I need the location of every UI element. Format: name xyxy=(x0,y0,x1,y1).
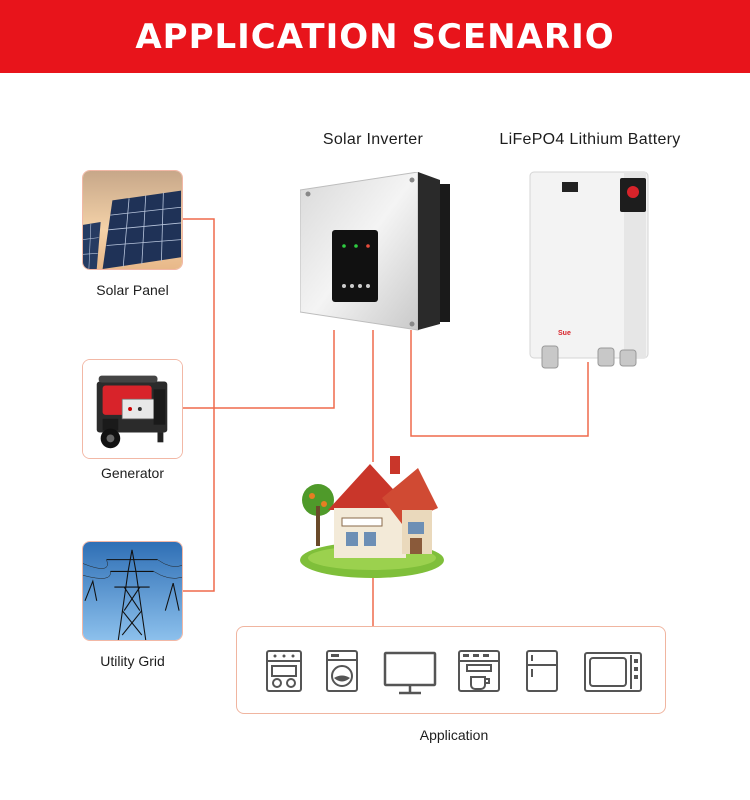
solar-inverter-image xyxy=(300,172,450,331)
power-tower-icon xyxy=(83,542,182,640)
washing-machine-icon xyxy=(326,650,358,692)
battery-icon xyxy=(529,171,649,369)
oven-icon xyxy=(266,650,302,692)
solar-panel-icon xyxy=(83,171,182,269)
application-panel xyxy=(236,626,666,714)
utility-grid-image xyxy=(82,541,183,641)
lithium-battery-image: Sue xyxy=(528,170,650,370)
refrigerator-icon xyxy=(526,650,558,692)
page-title: APPLICATION SCENARIO xyxy=(135,16,615,57)
solar-panel-label: Solar Panel xyxy=(96,282,169,298)
wire-inverter-battery xyxy=(410,330,589,437)
generator-label: Generator xyxy=(100,465,165,481)
generator-image xyxy=(82,359,183,459)
house-image xyxy=(300,456,444,578)
generator-icon xyxy=(83,360,182,458)
wire-solar xyxy=(183,218,215,592)
header-banner: APPLICATION SCENARIO xyxy=(0,0,750,73)
monitor-icon xyxy=(383,651,437,695)
battery-logo: Sue xyxy=(558,330,571,337)
microwave-icon xyxy=(584,652,642,692)
inverter-label: Solar Inverter xyxy=(322,131,424,148)
coffee-machine-icon xyxy=(458,650,500,692)
solar-panel-image xyxy=(82,170,183,270)
utility-grid-label: Utility Grid xyxy=(100,653,165,669)
application-label: Application xyxy=(419,727,489,743)
wire-generator xyxy=(183,330,335,409)
inverter-display-panel xyxy=(332,230,378,302)
battery-label: LiFePO4 Lithium Battery xyxy=(499,131,681,148)
